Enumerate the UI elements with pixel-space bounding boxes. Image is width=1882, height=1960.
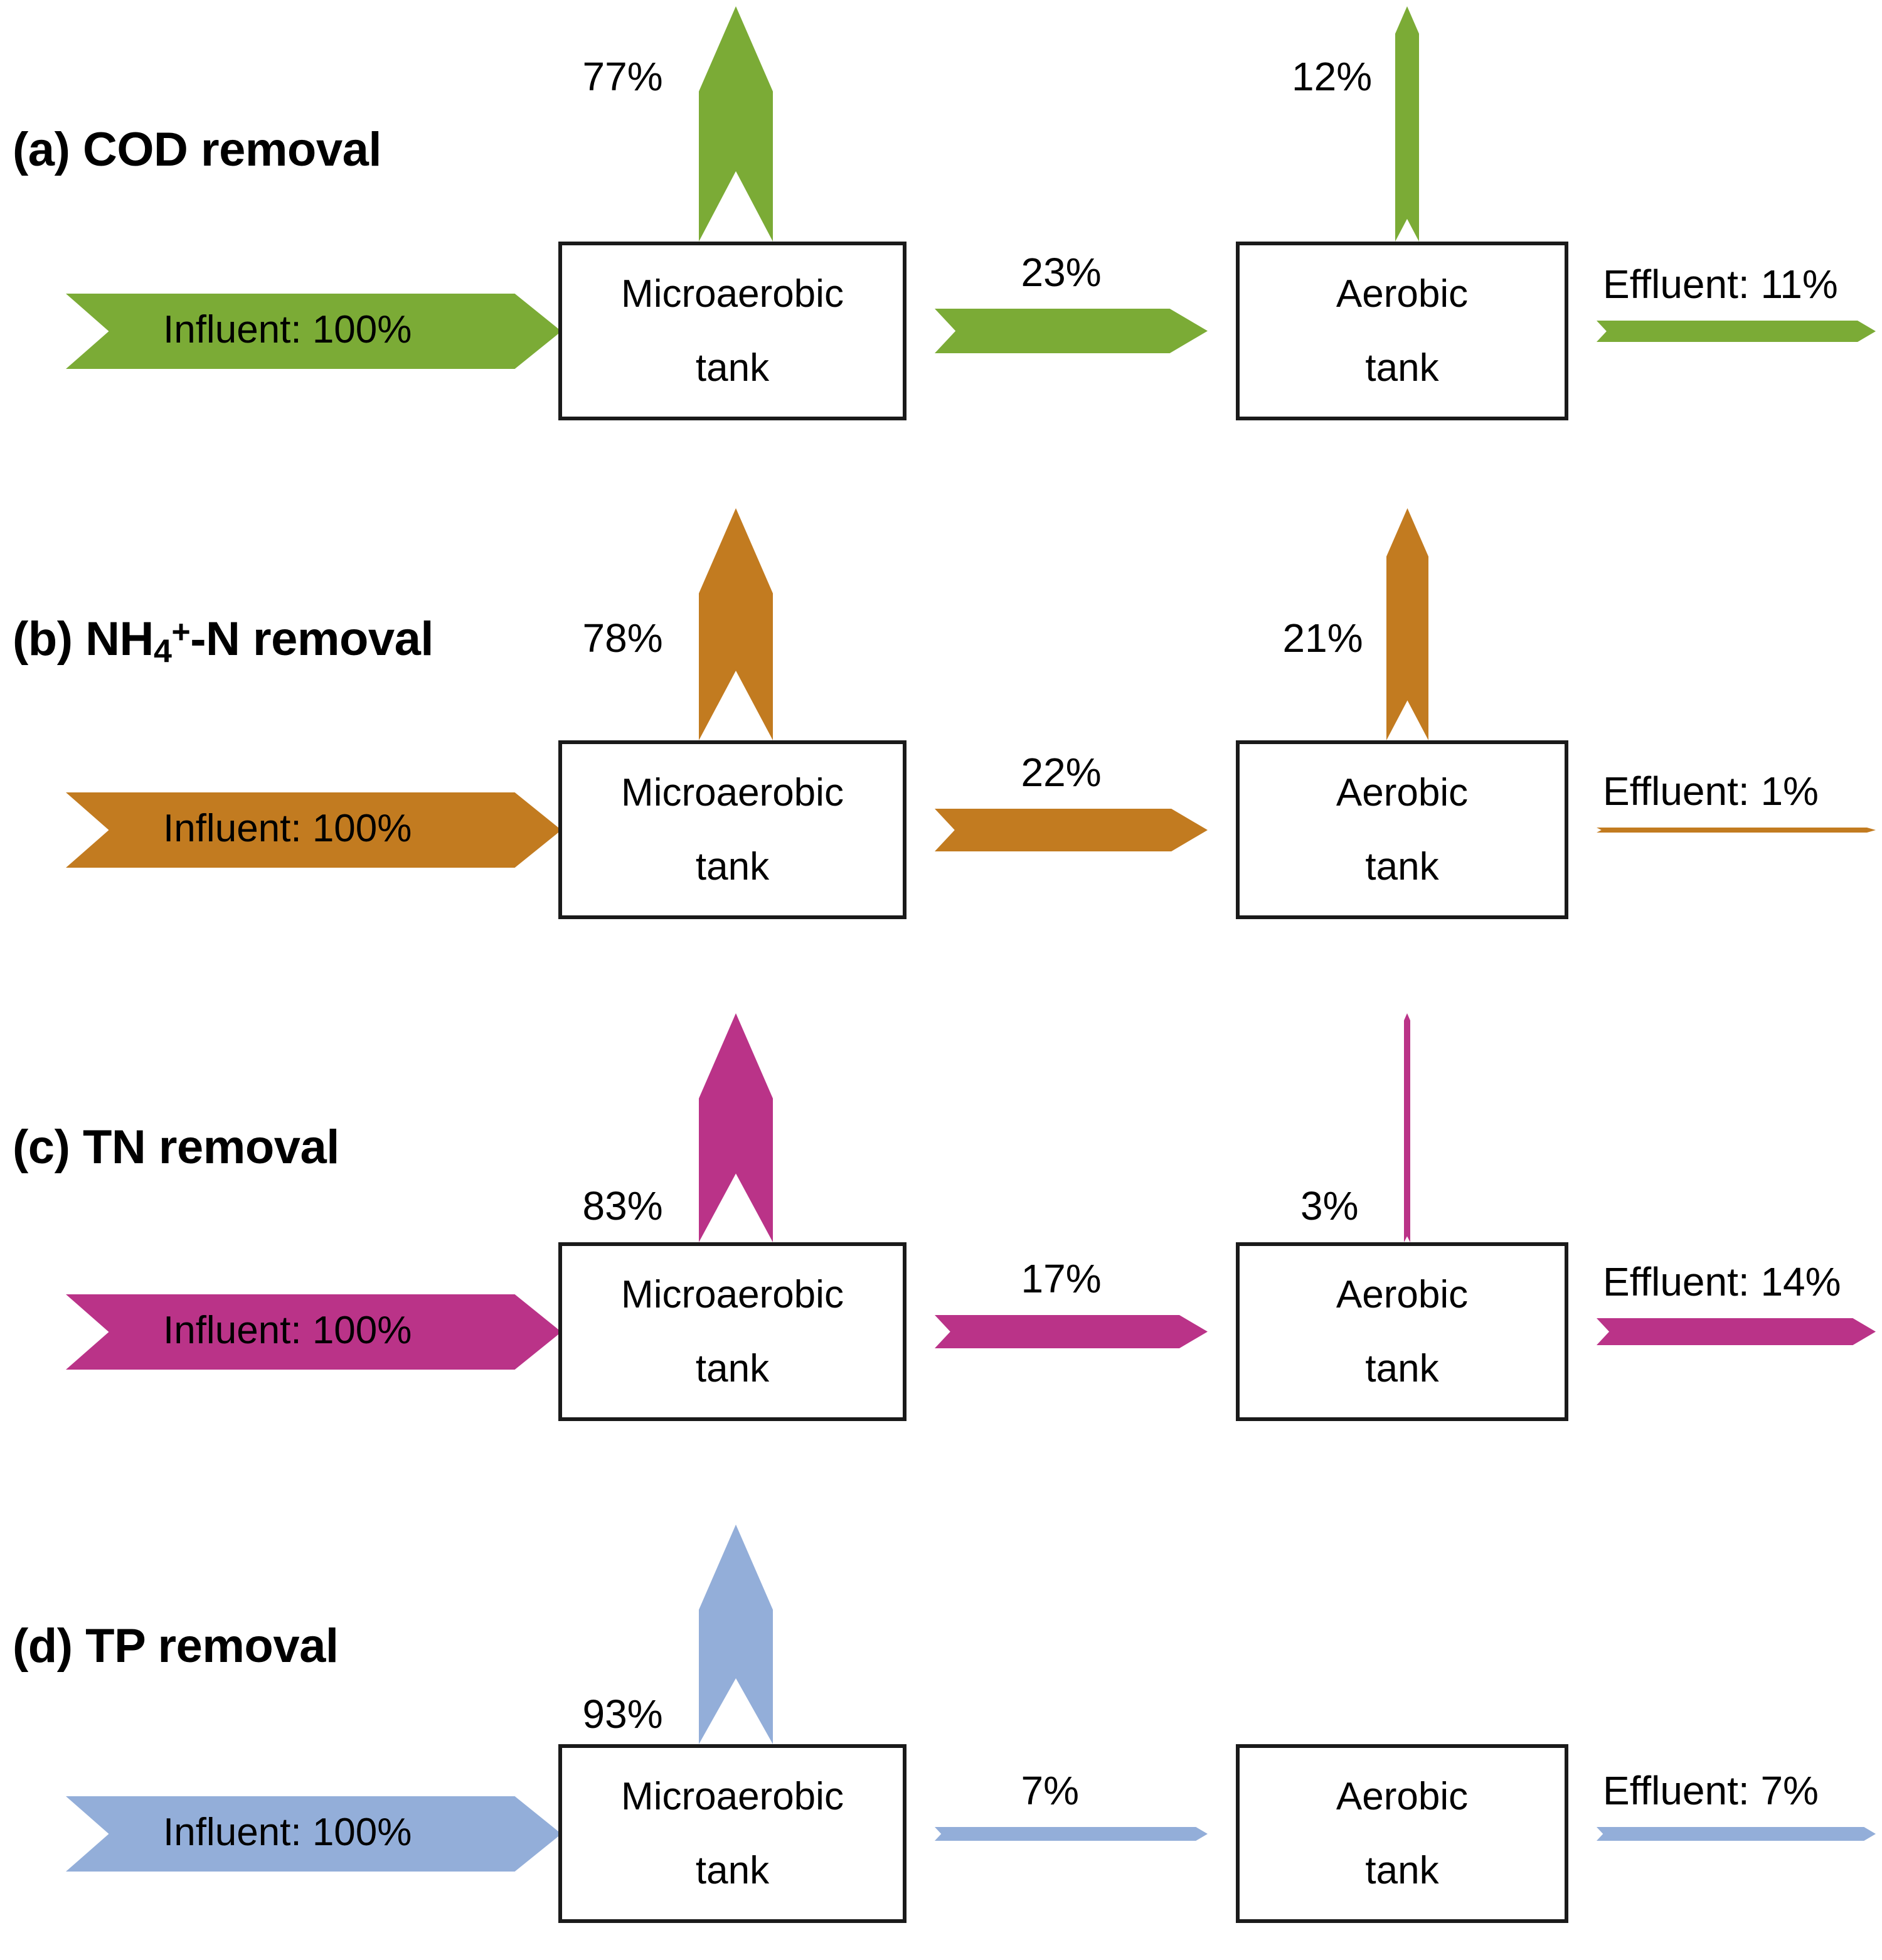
panel-title-a: (a) COD removal — [13, 123, 382, 176]
microaerobic-tank-d: Microaerobic tank — [558, 1744, 906, 1923]
aerobic-tank-c: Aerobic tank — [1236, 1242, 1568, 1421]
microaerobic-up-label-c: 83% — [582, 1183, 663, 1228]
aerobic-tank-label-line2: tank — [1365, 346, 1439, 390]
microaerobic-tank-label-line2: tank — [695, 844, 770, 888]
aerobic-tank-label-line1: Aerobic — [1336, 770, 1469, 814]
influent-label-b: Influent: 100% — [163, 806, 412, 850]
microaerobic-tank-b: Microaerobic tank — [558, 740, 906, 919]
title-text-post: -N removal — [190, 612, 434, 666]
effluent-label-a: Effluent: 11% — [1603, 261, 1838, 307]
title-subscript: 4 — [153, 633, 172, 670]
effluent-label-d: Effluent: 7% — [1603, 1767, 1819, 1813]
effluent-arrow-b — [1597, 827, 1876, 833]
microaerobic-to-aerobic-arrow-c — [935, 1315, 1208, 1348]
microaerobic-tank-label-line2: tank — [695, 346, 770, 390]
microaerobic-to-aerobic-label-c: 17% — [1021, 1256, 1102, 1301]
aerobic-up-arrow-c — [1404, 1013, 1410, 1242]
influent-arrow-a — [66, 293, 561, 369]
panel-title-c: (c) TN removal — [13, 1121, 339, 1174]
microaerobic-up-label-b: 78% — [582, 615, 663, 661]
aerobic-tank-label-line2: tank — [1365, 1346, 1439, 1390]
aerobic-up-label-c: 3% — [1300, 1183, 1359, 1228]
microaerobic-tank-label-line1: Microaerobic — [621, 1272, 844, 1316]
microaerobic-tank-label-line1: Microaerobic — [621, 770, 844, 814]
panel-title-b: (b) NH4+-N removal — [13, 612, 434, 670]
aerobic-tank-d: Aerobic tank — [1236, 1744, 1568, 1923]
aerobic-up-arrow-b — [1386, 508, 1428, 740]
influent-label-d: Influent: 100% — [163, 1810, 412, 1854]
microaerobic-to-aerobic-label-d: 7% — [1021, 1767, 1080, 1813]
aerobic-tank-a: Aerobic tank — [1236, 242, 1568, 420]
effluent-label-c: Effluent: 14% — [1603, 1259, 1841, 1304]
microaerobic-up-arrow-c — [698, 1013, 773, 1242]
aerobic-up-label-a: 12% — [1292, 54, 1373, 99]
influent-arrow-c — [66, 1294, 561, 1370]
microaerobic-tank-label-line2: tank — [695, 1848, 770, 1892]
aerobic-tank-label-line2: tank — [1365, 844, 1439, 888]
microaerobic-to-aerobic-arrow-b — [935, 808, 1208, 851]
microaerobic-to-aerobic-label-b: 22% — [1021, 749, 1102, 795]
aerobic-tank-b: Aerobic tank — [1236, 740, 1568, 919]
microaerobic-tank-label-line1: Microaerobic — [621, 272, 844, 316]
microaerobic-tank-label-line2: tank — [695, 1346, 770, 1390]
panel-title-d: (d) TP removal — [13, 1619, 339, 1673]
microaerobic-tank-a: Microaerobic tank — [558, 242, 906, 420]
influent-label-a: Influent: 100% — [163, 307, 412, 351]
title-superscript: + — [171, 614, 191, 651]
aerobic-up-label-b: 21% — [1282, 615, 1363, 661]
microaerobic-tank-label-line1: Microaerobic — [621, 1774, 844, 1818]
microaerobic-up-arrow-a — [698, 6, 773, 242]
microaerobic-to-aerobic-arrow-a — [935, 309, 1208, 353]
aerobic-tank-label-line1: Aerobic — [1336, 1774, 1469, 1818]
influent-arrow-b — [66, 792, 561, 868]
microaerobic-to-aerobic-arrow-d — [935, 1826, 1208, 1841]
aerobic-up-arrow-a — [1395, 6, 1419, 242]
influent-label-c: Influent: 100% — [163, 1308, 412, 1352]
aerobic-tank-label-line2: tank — [1365, 1848, 1439, 1892]
effluent-arrow-c — [1597, 1318, 1876, 1345]
microaerobic-up-arrow-d — [698, 1525, 773, 1744]
microaerobic-up-label-d: 93% — [582, 1691, 663, 1737]
microaerobic-up-label-a: 77% — [582, 54, 663, 99]
effluent-arrow-d — [1597, 1826, 1876, 1841]
effluent-label-b: Effluent: 1% — [1603, 768, 1819, 814]
microaerobic-up-arrow-b — [698, 508, 773, 740]
title-text-pre: (b) NH — [13, 612, 154, 666]
microaerobic-tank-c: Microaerobic tank — [558, 1242, 906, 1421]
effluent-arrow-a — [1597, 320, 1876, 342]
aerobic-tank-label-line1: Aerobic — [1336, 1272, 1469, 1316]
aerobic-tank-label-line1: Aerobic — [1336, 272, 1469, 316]
influent-arrow-d — [66, 1796, 561, 1872]
microaerobic-to-aerobic-label-a: 23% — [1021, 250, 1102, 295]
